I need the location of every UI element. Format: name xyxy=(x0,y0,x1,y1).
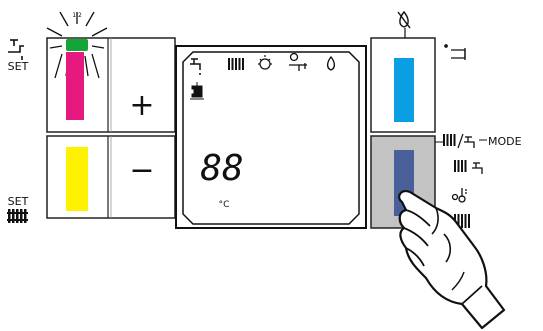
svg-text:1 2: 1 2 xyxy=(72,12,82,19)
set-label-dhw: SET xyxy=(8,60,29,73)
minus-label: − xyxy=(129,153,154,188)
heating-level-bar xyxy=(66,147,88,211)
radiator-tap-icon-2 xyxy=(454,160,483,174)
tap-icon xyxy=(8,39,24,60)
flame-icon xyxy=(326,55,336,71)
sun-burner-icon xyxy=(258,55,272,70)
radiator-icon xyxy=(7,209,28,223)
service-icon xyxy=(190,82,204,100)
radiator-tap-icon xyxy=(443,133,487,149)
glow-rays xyxy=(46,11,108,79)
timer-tap-icon xyxy=(289,52,307,71)
plus-button[interactable]: + xyxy=(129,88,154,123)
lcd-digits: 88 xyxy=(200,148,243,189)
radiator-icon xyxy=(228,58,244,70)
lcd-display: 88 °C xyxy=(175,45,367,229)
plus-label: + xyxy=(129,88,154,123)
lcd-screen xyxy=(182,51,360,225)
no-flame-icon xyxy=(397,10,411,29)
dhw-indicator-light: 1 2 xyxy=(46,11,108,79)
minus-button[interactable]: − xyxy=(129,153,154,188)
dhw-set-group: SET xyxy=(8,39,29,73)
dhw-level-bar xyxy=(66,52,84,120)
pressing-hand-icon xyxy=(398,190,506,330)
heating-set-group: SET xyxy=(7,195,29,223)
tap-icon xyxy=(190,58,201,75)
lcd-unit: °C xyxy=(219,200,230,210)
blue-indicator-bar xyxy=(394,58,414,122)
set-label-heating: SET xyxy=(8,195,29,208)
mode-label: MODE xyxy=(488,135,522,148)
hand-pointer-icon xyxy=(444,44,466,60)
thermometer-icon xyxy=(451,188,467,203)
green-indicator xyxy=(66,39,88,51)
